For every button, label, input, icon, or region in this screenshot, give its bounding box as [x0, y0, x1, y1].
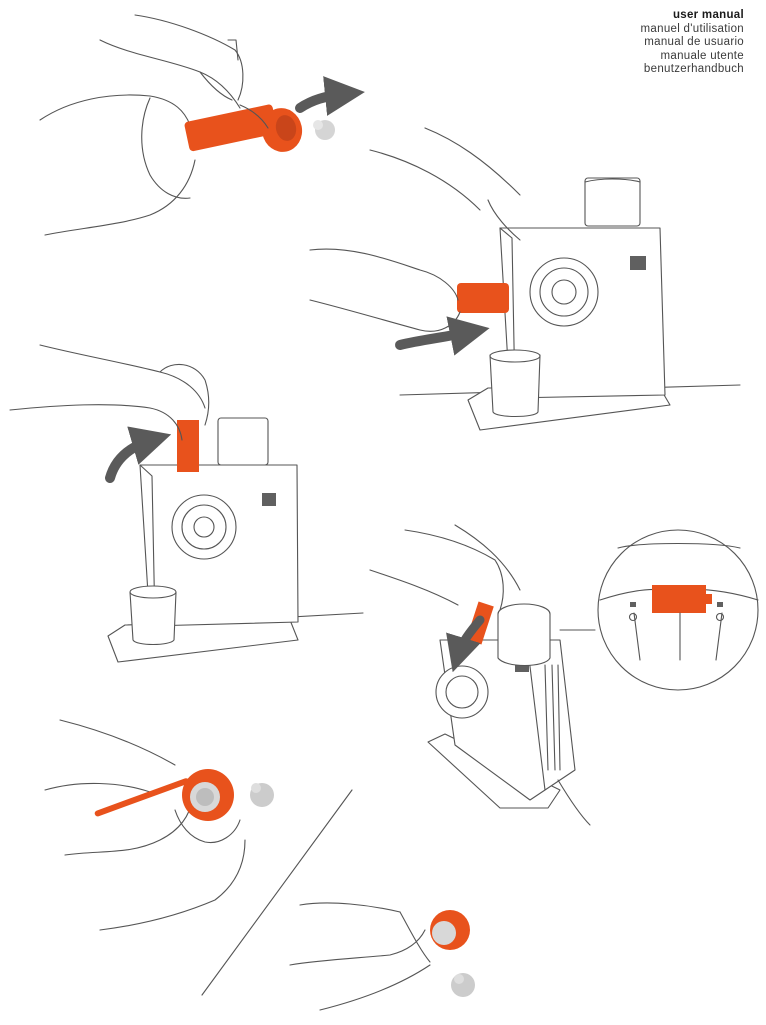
arrow-right-icon: [300, 94, 345, 108]
step5-clean-cup: [45, 720, 274, 930]
step2-insert-handle: [310, 128, 740, 430]
detail-inset: [598, 530, 758, 690]
logo-icon: [262, 493, 276, 506]
step4-lock-handle: [370, 525, 595, 825]
orange-handle: [177, 420, 199, 472]
step1-remove-handle: [40, 15, 345, 235]
arrow-right-icon: [400, 332, 470, 345]
lock-indicator: [652, 585, 706, 613]
orange-handle: [457, 283, 509, 313]
step3-lift-handle: [10, 345, 363, 662]
step6-hold-cup: [290, 903, 475, 1010]
logo-icon: [630, 256, 646, 270]
